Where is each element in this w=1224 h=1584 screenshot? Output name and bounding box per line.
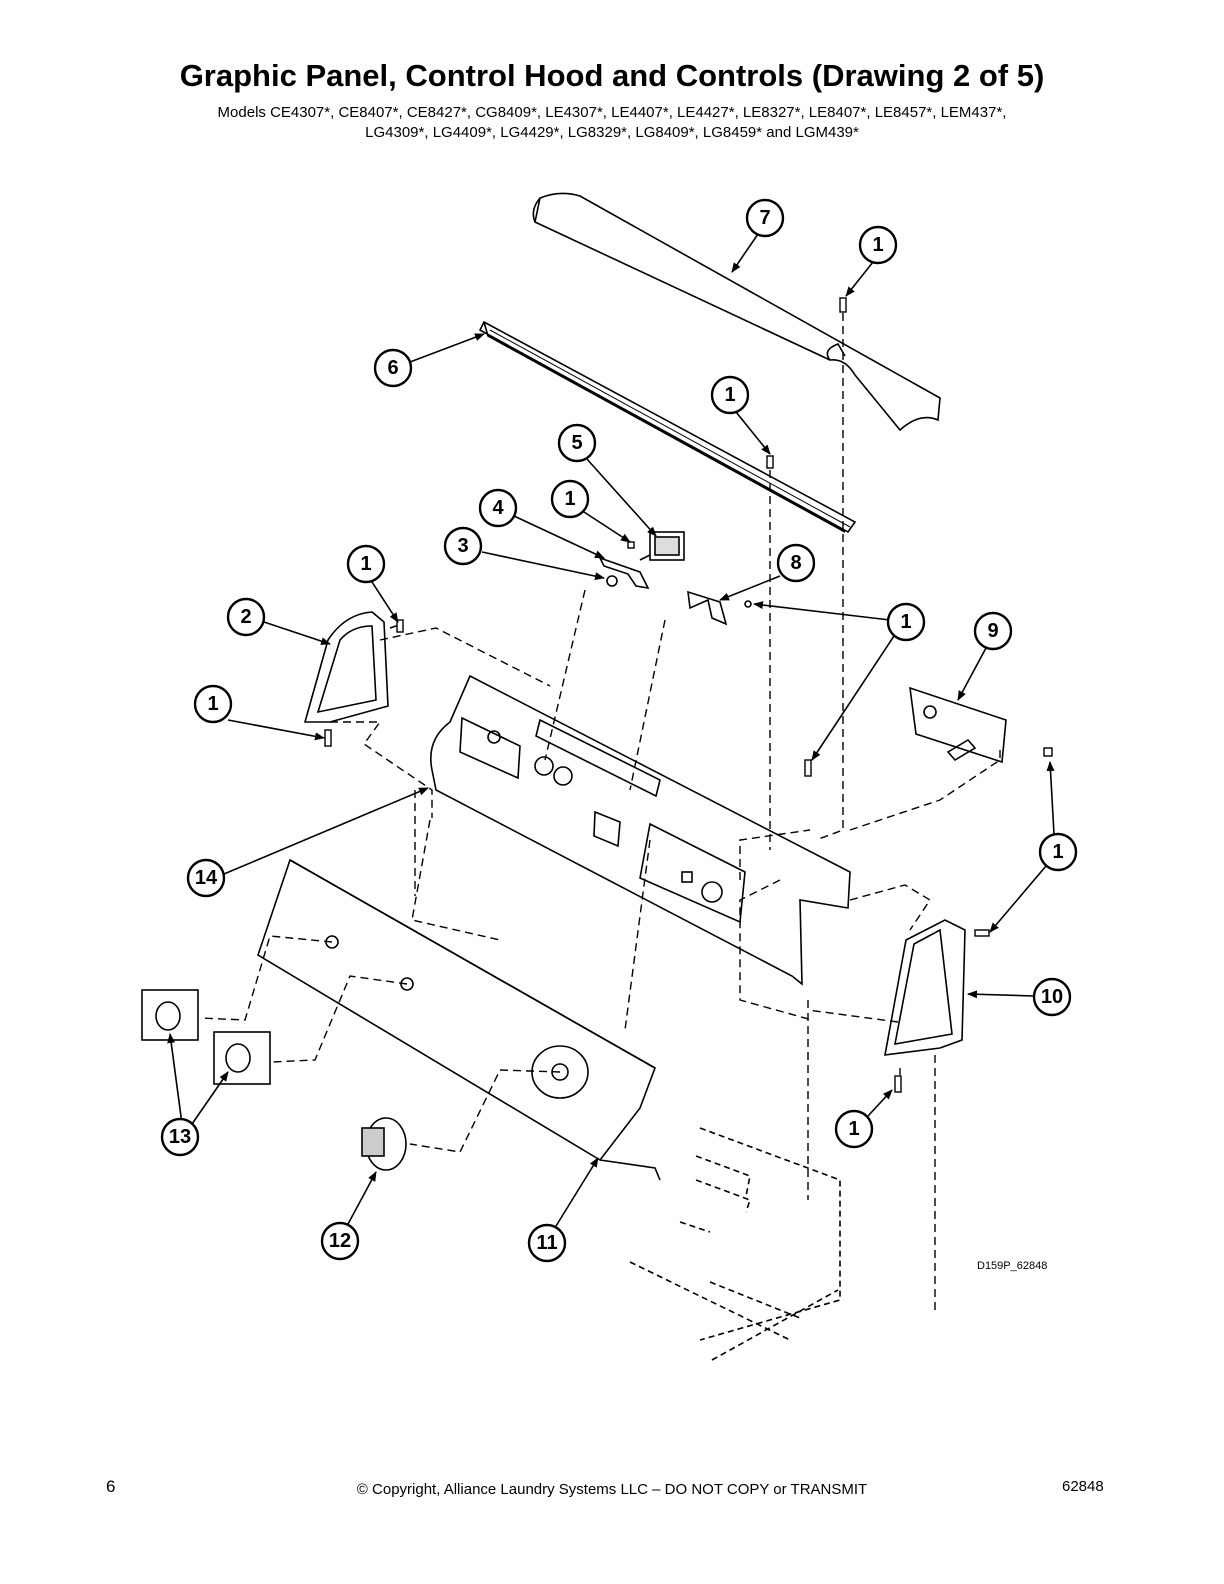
- page-number: 6: [106, 1477, 116, 1496]
- callout-9-label: 9: [987, 620, 998, 642]
- rotary-switch-part: [639, 531, 685, 561]
- leader-arrows: [167, 233, 1055, 1227]
- callout-10: 10: [1032, 977, 1072, 1017]
- callout-1h: 1: [834, 1109, 874, 1149]
- callout-2-label: 2: [240, 606, 251, 628]
- callout-1d: 1: [886, 602, 926, 642]
- callout-10-label: 10: [1041, 986, 1063, 1008]
- callout-7: 7: [745, 198, 785, 238]
- callout-1h-label: 1: [848, 1118, 859, 1140]
- callout-5-label: 5: [571, 432, 582, 454]
- callout-1e: 1: [346, 544, 386, 584]
- callout-13: 13: [160, 1117, 200, 1157]
- assembly-lines: [199, 300, 1001, 1315]
- callout-13-label: 13: [169, 1126, 191, 1148]
- bracket-part-8: [687, 590, 752, 626]
- callout-6-label: 6: [387, 357, 398, 379]
- page-title: Graphic Panel, Control Hood and Controls…: [179, 58, 1045, 93]
- callout-9: 9: [973, 611, 1013, 651]
- models-line-2: LG4309*, LG4409*, LG4429*, LG8329*, LG84…: [365, 124, 859, 141]
- callout-1a: 1: [858, 225, 898, 265]
- control-hood-part: [532, 192, 941, 432]
- models-line-1: Models CE4307*, CE8407*, CE8427*, CG8409…: [217, 104, 1007, 121]
- callout-1a-label: 1: [872, 234, 883, 256]
- callout-12-label: 12: [329, 1230, 351, 1252]
- callout-7-label: 7: [759, 207, 770, 229]
- switch-bracket-part: [598, 556, 650, 590]
- callout-3: 3: [443, 526, 483, 566]
- knob-part-13: [141, 989, 271, 1085]
- callout-12: 12: [320, 1221, 360, 1261]
- graphic-panel-part: [257, 858, 661, 1181]
- copyright-notice: © Copyright, Alliance Laundry Systems LL…: [356, 1481, 868, 1498]
- callout-4: 4: [478, 488, 518, 528]
- callout-1c: 1: [550, 479, 590, 519]
- callout-11: 11: [527, 1223, 567, 1263]
- callout-1b: 1: [710, 375, 750, 415]
- callout-8: 8: [776, 543, 816, 583]
- timer-part: [909, 686, 1007, 764]
- callout-1b-label: 1: [724, 384, 735, 406]
- callout-1f: 1: [193, 684, 233, 724]
- cabinet-outline: [629, 1127, 841, 1361]
- callout-14: 14: [186, 858, 226, 898]
- right-end-cap-part: [884, 919, 966, 1056]
- drawing-code: D159P_62848: [977, 1260, 1048, 1272]
- left-end-cap-part: [303, 611, 403, 723]
- callout-1d-label: 1: [900, 611, 911, 633]
- callout-1g: 1: [1038, 832, 1078, 872]
- knob-part-12: [361, 1117, 407, 1171]
- callout-1c-label: 1: [564, 488, 575, 510]
- screws: [324, 297, 1053, 1093]
- callout-8-label: 8: [790, 552, 801, 574]
- callout-1f-label: 1: [207, 693, 218, 715]
- callout-14-label: 14: [195, 867, 218, 889]
- callout-11-label: 11: [536, 1232, 557, 1254]
- rear-trim-strip-part: [478, 320, 857, 534]
- callout-4-label: 4: [492, 497, 504, 519]
- callout-5: 5: [557, 423, 597, 463]
- document-number: 62848: [1062, 1478, 1104, 1495]
- control-console-part: [430, 674, 851, 986]
- callout-2: 2: [226, 597, 266, 637]
- callout-6: 6: [373, 348, 413, 388]
- callout-3-label: 3: [457, 535, 468, 557]
- callout-1e-label: 1: [360, 553, 371, 575]
- callout-1g-label: 1: [1052, 841, 1063, 863]
